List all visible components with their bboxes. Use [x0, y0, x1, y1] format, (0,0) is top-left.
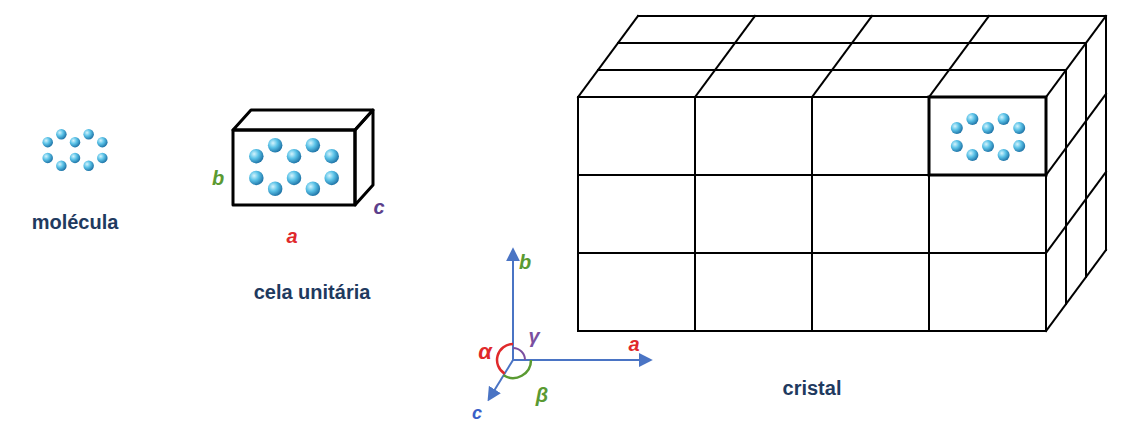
angle-arc: [504, 360, 532, 378]
grid-line: [578, 330, 1046, 332]
axis-label: b: [519, 252, 531, 272]
axes: [489, 250, 650, 399]
axis-label: a: [628, 334, 639, 354]
highlight-cell: [929, 97, 1046, 175]
grid-line: [694, 97, 696, 331]
caption-label: molécula: [32, 212, 119, 232]
caption-label: cristal: [783, 378, 842, 398]
grid-line: [577, 97, 579, 331]
dimension-label: c: [373, 197, 384, 217]
grid-line: [812, 16, 872, 97]
molecule: [42, 129, 107, 171]
grid-line: [1046, 94, 1106, 175]
grid-line: [578, 252, 1046, 254]
molecule: [951, 113, 1025, 161]
dimension-label: a: [286, 226, 297, 246]
grid-line: [1085, 43, 1087, 277]
grid-line: [811, 97, 813, 331]
grid-line: [1065, 70, 1067, 304]
grid-line: [1046, 250, 1106, 331]
grid-line: [929, 16, 989, 97]
crystal-grid: [578, 16, 1106, 331]
grid-line: [1046, 172, 1106, 253]
angle-arc: [497, 344, 513, 374]
molecule: [249, 138, 339, 196]
axis-label: c: [472, 404, 482, 422]
dimension-label: b: [212, 168, 224, 188]
unit-cell: [233, 110, 373, 205]
caption-label: cela unitária: [254, 282, 371, 302]
grid-line: [578, 16, 638, 97]
grid-line: [695, 16, 755, 97]
angle-arc: [513, 348, 525, 360]
grid-line: [1105, 16, 1107, 250]
angle-label: α: [478, 341, 492, 363]
angle-label: γ: [528, 326, 539, 346]
angle-label: β: [536, 385, 548, 405]
grid-line: [1046, 16, 1106, 97]
